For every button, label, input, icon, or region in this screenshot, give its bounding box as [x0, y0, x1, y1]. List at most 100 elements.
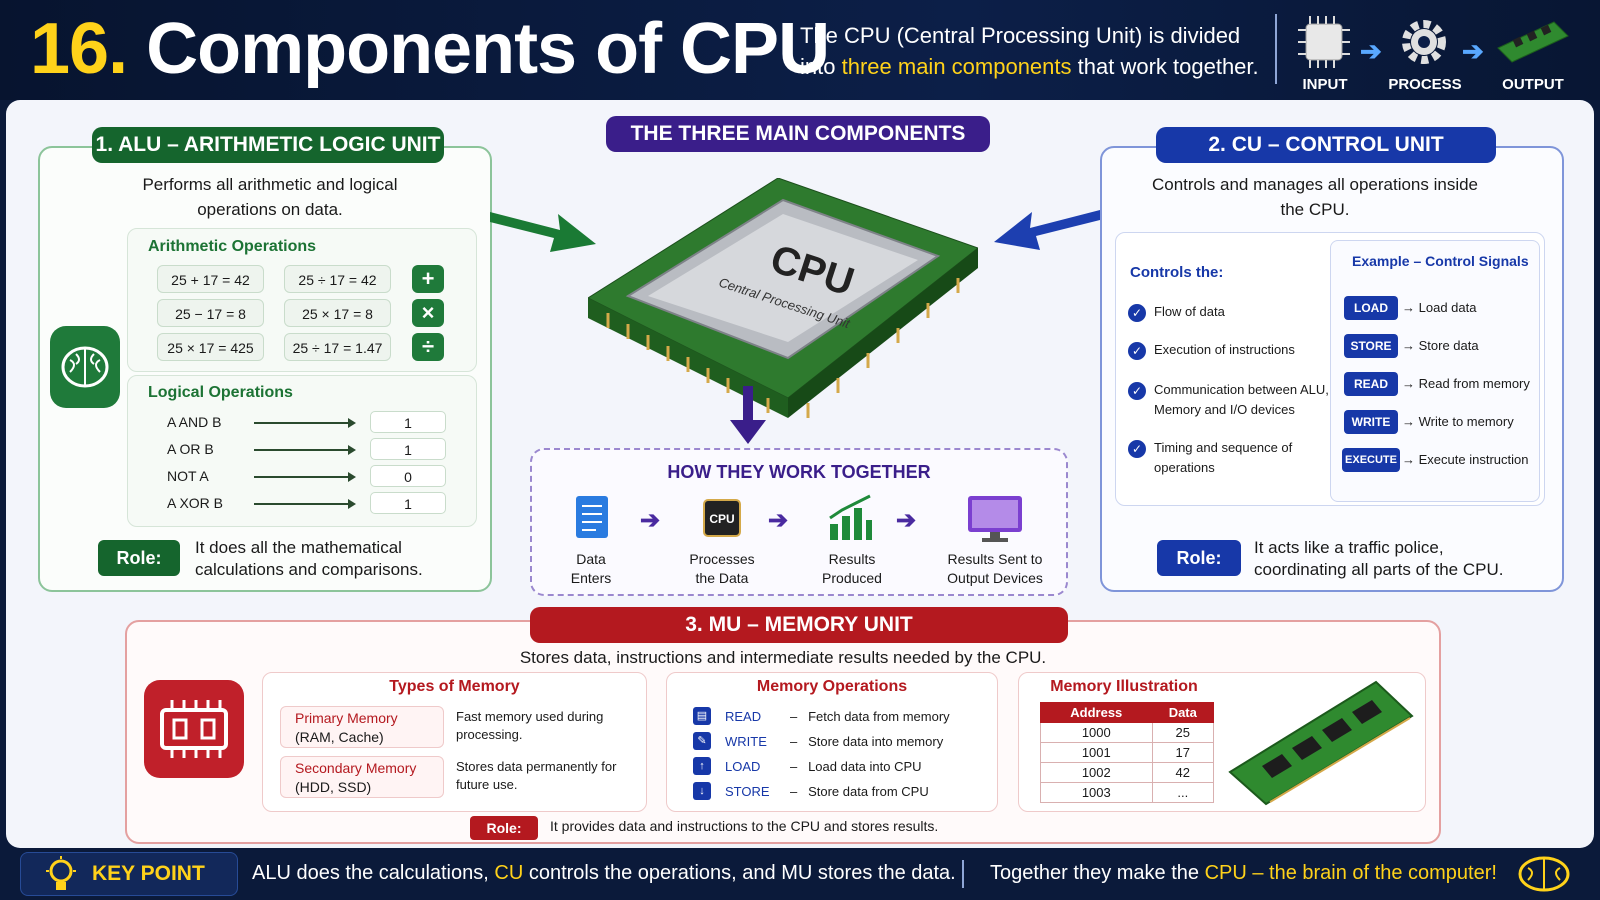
logic-result: 1 — [370, 492, 446, 514]
ram-module-icon — [1497, 21, 1569, 63]
operations-title: Memory Operations — [756, 678, 908, 695]
op-desc-text: Store data into memory — [808, 734, 944, 749]
cpu-icon-label: CPU — [709, 512, 734, 526]
secondary-memory-sub: (HDD, SSD) — [295, 779, 372, 795]
illustration-title: Memory Illustration — [1050, 678, 1198, 695]
signal-desc: → Execute instruction — [1402, 452, 1529, 467]
logic-arrow — [254, 445, 356, 455]
signal-load: LOAD — [1344, 296, 1398, 320]
table-cell: 1001 — [1040, 742, 1153, 763]
signal-read: READ — [1344, 372, 1398, 396]
op-name: WRITE — [725, 734, 767, 749]
step-1-line2: Enters — [570, 570, 612, 586]
mu-role-label: Role: — [470, 816, 538, 840]
table-cell: 25 — [1151, 722, 1215, 743]
intro-highlight: three main components — [841, 54, 1072, 79]
alu-heading: 1. ALU – ARITHMETIC LOGIC UNIT — [92, 127, 444, 163]
op-desc: – Store data from CPU — [790, 784, 929, 799]
signal-desc-text: Execute instruction — [1418, 452, 1529, 467]
key-point-text-1: ALU does the calculations, CU controls t… — [252, 862, 956, 885]
key-point-text-2: Together they make the CPU – the brain o… — [990, 862, 1497, 885]
arith-op: 25 ÷ 17 = 1.47 — [284, 333, 391, 361]
gear-icon — [1402, 20, 1446, 64]
primary-memory: Primary Memory (RAM, Cache) — [280, 706, 444, 748]
primary-memory-desc: Fast memory used during processing. — [456, 709, 604, 742]
how-title: HOW THEY WORK TOGETHER — [667, 462, 931, 482]
op-desc-text: Fetch data from memory — [808, 709, 950, 724]
kp-t2b: CPU – the brain of the computer! — [1204, 862, 1497, 884]
op-desc-text: Store data from CPU — [808, 784, 929, 799]
control-item: Timing and sequence of operations — [1154, 440, 1293, 475]
input-chip-icon — [1298, 16, 1350, 68]
step-arrow-1: ➔ — [640, 507, 661, 534]
cu-to-cpu-arrow — [994, 210, 1100, 250]
control-item: Flow of data — [1154, 304, 1225, 319]
table-cell: 1002 — [1040, 762, 1153, 783]
op-desc-text: Load data into CPU — [808, 759, 922, 774]
cu-role-text: It acts like a traffic police, coordinat… — [1254, 538, 1504, 579]
pencil-icon: ✎ — [693, 732, 711, 750]
logic-result: 1 — [370, 411, 446, 433]
chart-icon — [829, 494, 872, 540]
check-icon: ✓ — [1128, 342, 1146, 360]
alu-description: Performs all arithmetic and logical oper… — [142, 175, 398, 219]
intro-part1: The CPU (Central Processing Unit) is div… — [800, 23, 1241, 79]
secondary-memory-desc: Stores data permanently for future use. — [456, 759, 617, 792]
kp-t1c: controls the operations, and MU stores t… — [528, 862, 956, 884]
alu-to-cpu-arrow — [490, 212, 596, 252]
header-divider — [1275, 14, 1277, 84]
logic-result: 0 — [370, 465, 446, 487]
signal-desc-text: Read from memory — [1418, 376, 1530, 391]
step-arrow-3: ➔ — [896, 507, 917, 534]
arrow-up-icon: ↑ — [693, 757, 711, 775]
primary-memory-name: Primary Memory — [295, 710, 398, 726]
signal-desc-text: Write to memory — [1418, 414, 1514, 429]
cu-description: Controls and manages all operations insi… — [1151, 175, 1479, 219]
arith-op: 25 + 17 = 42 — [157, 265, 264, 293]
flow-arrow-2: ➔ — [1462, 36, 1484, 66]
arith-op: 25 × 17 = 8 — [284, 299, 391, 327]
key-point-divider — [962, 860, 964, 888]
op-desc: – Fetch data from memory — [790, 709, 950, 724]
check-icon: ✓ — [1128, 304, 1146, 322]
step-1-line1: Data — [576, 551, 606, 567]
flow-label-process: PROCESS — [1388, 76, 1462, 93]
book-icon: ▤ — [693, 707, 711, 725]
key-point-bar — [0, 848, 1600, 900]
memory-chip-icon — [144, 680, 244, 778]
signals-title: Example – Control Signals — [1352, 253, 1529, 269]
step-arrow-2: ➔ — [768, 507, 789, 534]
table-cell: 42 — [1151, 762, 1215, 783]
brain-icon — [50, 326, 120, 408]
alu-role-label: Role: — [98, 540, 180, 576]
step-4-line2: Output Devices — [947, 570, 1043, 586]
secondary-memory: Secondary Memory(HDD, SSD) — [280, 756, 444, 798]
arith-op: 25 − 17 = 8 — [157, 299, 264, 327]
cpu-down-arrow — [730, 386, 766, 444]
arith-op: 25 × 17 = 425 — [157, 333, 264, 361]
step-2-line1: Processes — [689, 551, 755, 567]
brain-outline-icon — [1518, 856, 1570, 892]
title-number: 16. — [30, 9, 128, 89]
primary-memory-sub: (RAM, Cache) — [295, 729, 384, 745]
check-icon: ✓ — [1128, 440, 1146, 458]
flow-arrow-1: ➔ — [1360, 36, 1382, 66]
signal-desc: → Store data — [1402, 338, 1479, 353]
monitor-icon — [968, 496, 1022, 542]
step-3-line1: Results — [828, 551, 876, 567]
arithmetic-title: Arithmetic Operations — [148, 238, 317, 255]
kp-t1a: ALU does the calculations, — [252, 862, 489, 884]
table-header: Data — [1151, 702, 1215, 723]
arrow-down-icon: ↓ — [693, 782, 711, 800]
table-cell: ... — [1151, 782, 1215, 803]
key-point-label: KEY POINT — [92, 862, 205, 885]
flow-label-output: OUTPUT — [1502, 76, 1564, 93]
mu-role-text: It provides data and instructions to the… — [550, 818, 939, 834]
op-name: LOAD — [725, 759, 761, 774]
table-header: Address — [1040, 702, 1153, 723]
types-title: Types of Memory — [389, 678, 520, 695]
